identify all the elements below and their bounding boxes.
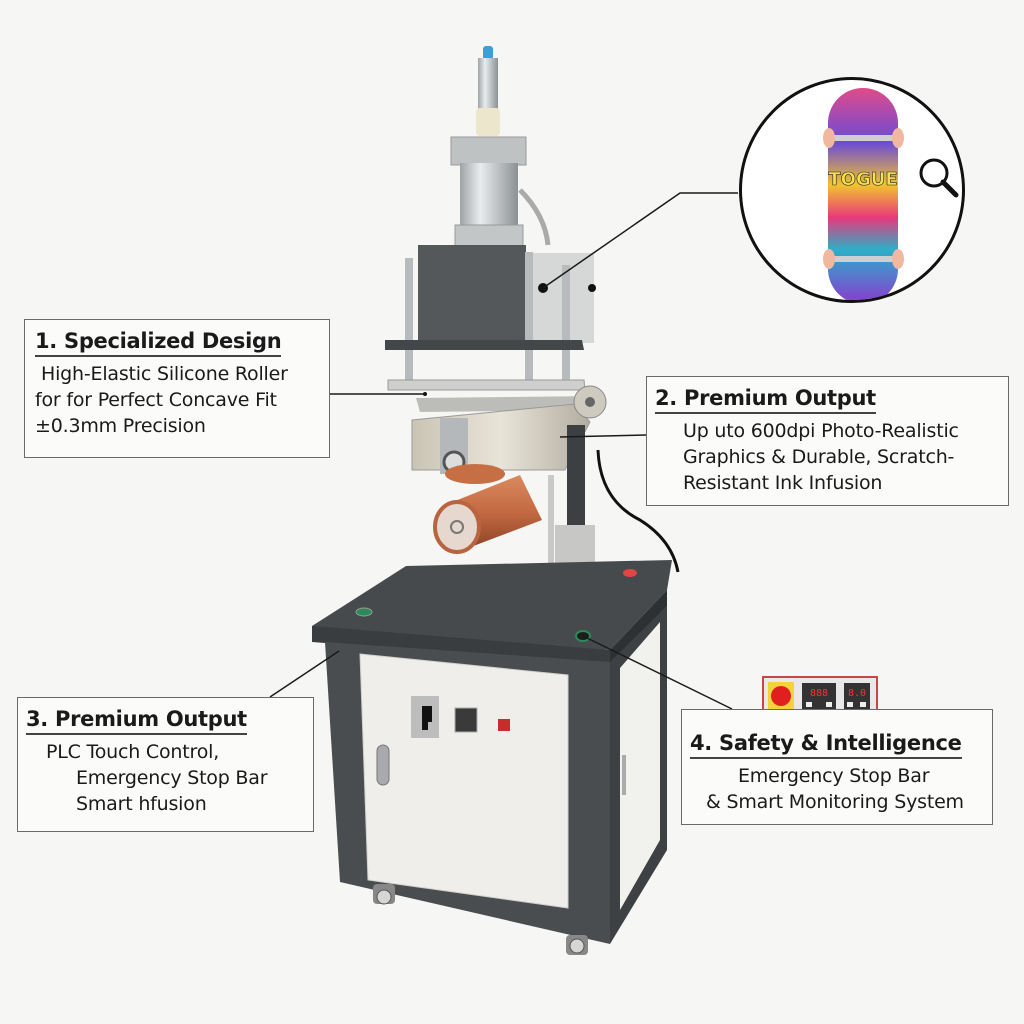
callout-line: for for Perfect Concave Fit	[35, 389, 277, 411]
emergency-stop-icon	[771, 686, 791, 706]
control-panel-image: 888 8.0	[768, 682, 870, 712]
callout-title: 1. Specialized Design	[35, 328, 282, 357]
callout-line: Resistant Ink Infusion	[683, 472, 883, 494]
svg-text:TOGUE: TOGUE	[828, 169, 897, 190]
callout-premium-output-print: 2. Premium Output Up uto 600dpi Photo-Re…	[646, 376, 1009, 506]
callout-line: Smart hfusion	[76, 793, 207, 815]
skateboard-image: TOGUE	[823, 88, 904, 300]
callout-line: Graphics & Durable, Scratch-	[683, 446, 955, 468]
svg-text:8.0: 8.0	[848, 688, 866, 699]
callout-line: High-Elastic Silicone Roller	[41, 363, 288, 385]
callout-title: 3. Premium Output	[26, 706, 247, 735]
sensor-cap	[483, 46, 493, 60]
callout-title: 2. Premium Output	[655, 385, 876, 414]
callout-line: PLC Touch Control,	[46, 741, 220, 763]
leader-lines	[269, 192, 738, 710]
callout-line: Emergency Stop Bar	[738, 765, 930, 787]
callout-specialized-design: 1. Specialized Design High-Elastic Silic…	[24, 319, 330, 458]
callout-title: 4. Safety & Intelligence	[690, 730, 962, 759]
callout-line: Emergency Stop Bar	[76, 767, 268, 789]
magnifier-icon[interactable]	[742, 80, 965, 303]
callout-line: & Smart Monitoring System	[706, 791, 964, 813]
svg-text:888: 888	[810, 688, 828, 699]
callout-line: ±0.3mm Precision	[35, 415, 206, 437]
skateboard-zoom-inset: TOGUE	[739, 77, 965, 303]
callout-safety-intelligence: 4. Safety & Intelligence Emergency Stop …	[681, 709, 993, 825]
callout-line: Up uto 600dpi Photo-Realistic	[683, 420, 959, 442]
callout-premium-output-control: 3. Premium Output PLC Touch Control, Eme…	[17, 697, 314, 832]
